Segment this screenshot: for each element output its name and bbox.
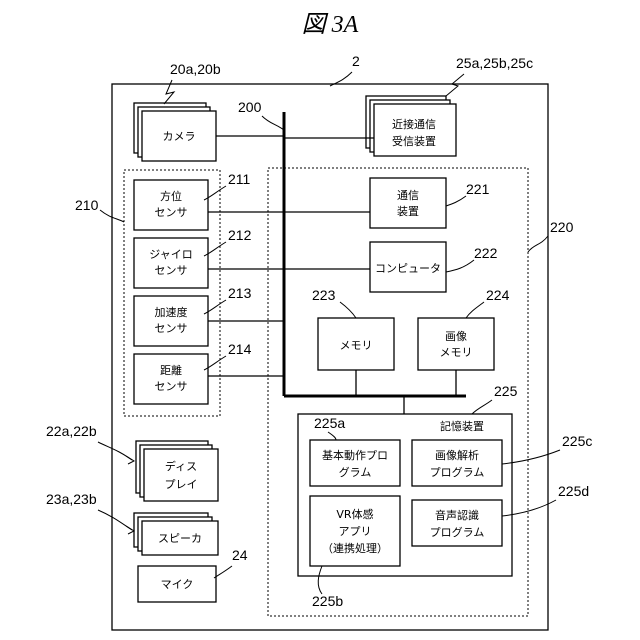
bus-ref: 200 — [238, 99, 262, 115]
voice-recognition-label-2: プログラム — [430, 525, 485, 539]
vr-app-label-3: （連携処理） — [322, 541, 388, 555]
basic-program-box — [310, 440, 400, 486]
comm-ref: 221 — [466, 181, 490, 197]
distance-ref: 214 — [228, 341, 252, 357]
gyro-label-2: センサ — [155, 264, 188, 277]
speaker-ref: 23a,23b — [46, 491, 97, 507]
computer-ref: 222 — [474, 245, 498, 261]
speaker-label: スピーカ — [158, 532, 202, 545]
proximity-label-2: 受信装置 — [392, 135, 436, 148]
sensor-group-ref: 210 — [75, 197, 99, 213]
image-memory-label-2: メモリ — [440, 346, 473, 359]
vr-app-label-1: VR体感 — [336, 507, 373, 521]
mic-ref: 24 — [232, 547, 248, 563]
image-memory-label-1: 画像 — [445, 330, 467, 343]
display-label-1: ディス — [165, 459, 197, 473]
accel-sensor-box — [134, 296, 208, 346]
vr-app-ref: 225b — [312, 593, 343, 609]
control-unit-ref: 220 — [550, 219, 574, 235]
memory-label: メモリ — [340, 339, 373, 352]
vr-app-label-2: アプリ — [339, 525, 372, 538]
basic-program-ref: 225a — [314, 415, 345, 431]
storage-label: 記憶装置 — [440, 419, 484, 433]
computer-label: コンピュータ — [375, 262, 441, 275]
image-memory-box — [418, 318, 494, 370]
gyro-ref: 212 — [228, 227, 252, 243]
display-box — [144, 449, 218, 501]
accel-label-2: センサ — [155, 322, 188, 335]
proximity-ref: 25a,25b,25c — [456, 55, 533, 71]
image-analysis-label-1: 画像解析 — [435, 448, 479, 462]
image-analysis-box — [412, 440, 502, 486]
comm-label-2: 装置 — [397, 205, 419, 218]
comm-label-1: 通信 — [397, 189, 419, 202]
comm-device-box — [370, 178, 446, 228]
gyro-label-1: ジャイロ — [149, 248, 192, 261]
device-ref: 2 — [352, 53, 360, 69]
voice-recognition-label-1: 音声認識 — [435, 508, 479, 522]
accel-ref: 213 — [228, 285, 252, 301]
mic-label: マイク — [161, 578, 194, 591]
display-label-2: プレイ — [165, 478, 198, 491]
azimuth-sensor-box — [134, 180, 208, 230]
display-ref: 22a,22b — [46, 423, 97, 439]
basic-program-label-1: 基本動作プロ — [322, 448, 388, 462]
image-analysis-ref: 225c — [562, 433, 592, 449]
image-analysis-label-2: プログラム — [430, 465, 485, 479]
voice-recognition-ref: 225d — [558, 483, 589, 499]
azimuth-label-2: センサ — [155, 206, 188, 219]
proximity-label-1: 近接通信 — [392, 118, 436, 131]
camera-ref: 20a,20b — [170, 61, 221, 77]
distance-label-1: 距離 — [160, 363, 182, 377]
azimuth-label-1: 方位 — [160, 189, 182, 203]
image-memory-ref: 224 — [486, 287, 510, 303]
distance-label-2: センサ — [155, 380, 188, 393]
gyro-sensor-box — [134, 238, 208, 288]
camera-label: カメラ — [163, 130, 196, 143]
storage-ref: 225 — [494, 383, 518, 399]
azimuth-ref: 211 — [228, 171, 251, 187]
voice-recognition-box — [412, 500, 502, 546]
accel-label-1: 加速度 — [155, 305, 188, 319]
figure-title: 図 3A — [302, 12, 359, 38]
distance-sensor-box — [134, 354, 208, 404]
basic-program-label-2: グラム — [339, 465, 372, 479]
memory-ref: 223 — [312, 287, 336, 303]
